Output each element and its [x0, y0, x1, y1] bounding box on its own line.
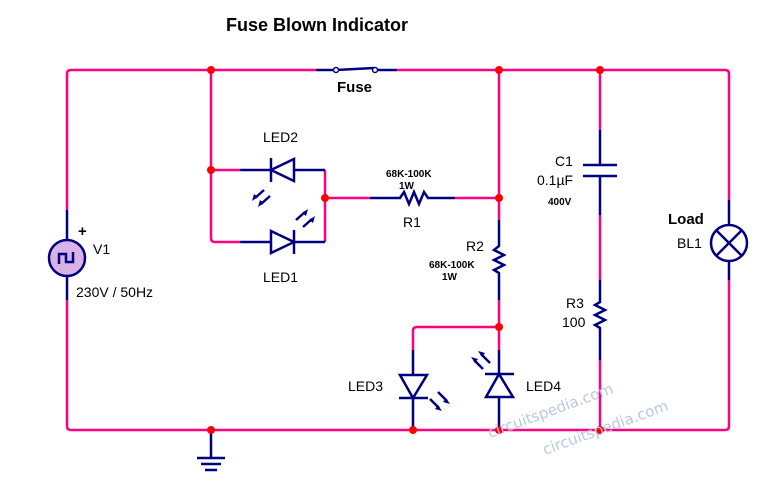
ac-source-v1: + V1 230V / 50Hz: [47, 210, 153, 300]
resistor-r1: 68K-100K 1W R1: [370, 169, 455, 230]
wire-led3-top: [411, 325, 499, 350]
c1-rating: 400V: [548, 197, 572, 208]
square-wave-icon: [57, 252, 75, 264]
resistor-r3: R3 100: [562, 280, 608, 360]
r1-rating: 1W: [399, 181, 415, 192]
led1: LED1: [240, 209, 325, 285]
v1-value: 230V / 50Hz: [76, 284, 153, 300]
load-title: Load: [668, 211, 704, 228]
led2-label: LED2: [263, 129, 298, 145]
junction-dot: [207, 166, 215, 174]
ground-icon: [197, 430, 225, 472]
v1-polarity: +: [78, 223, 87, 240]
r2-label: R2: [466, 238, 484, 254]
wire-top-left: [65, 68, 316, 210]
junction-dot: [409, 426, 417, 434]
led1-label: LED1: [263, 269, 298, 285]
capacitor-c1: C1 0.1µF 400V: [537, 130, 617, 215]
junction-dot: [207, 426, 215, 434]
junction-dot: [207, 66, 215, 74]
r2-rating: 1W: [442, 272, 458, 283]
junction-dot: [596, 66, 604, 74]
r2-value: 68K-100K: [429, 260, 475, 271]
junctions: [207, 66, 604, 434]
wire-bottom: [65, 280, 731, 432]
fuse-terminal-right: [371, 66, 379, 74]
load-label: BL1: [677, 235, 702, 251]
resistor-r2: R2 68K-100K 1W: [429, 220, 507, 300]
r3-value: 100: [562, 314, 586, 330]
led2: LED2: [240, 129, 325, 207]
c1-label: C1: [555, 153, 573, 169]
diagram-title: Fuse Blown Indicator: [226, 15, 408, 35]
r1-value: 68K-100K: [386, 169, 432, 180]
fuse-terminal-left: [332, 66, 340, 74]
led4-label: LED4: [526, 378, 561, 394]
wire-led-left: [209, 70, 240, 244]
junction-dot: [321, 194, 329, 202]
junction-dot: [495, 426, 503, 434]
junction-dot: [495, 194, 503, 202]
led3: LED3: [348, 350, 450, 430]
fuse-label: Fuse: [337, 79, 372, 96]
junction-dot: [495, 323, 503, 331]
wire-top-right: [397, 68, 731, 200]
fuse: Fuse: [316, 66, 397, 96]
r1-label: R1: [403, 214, 421, 230]
led3-label: LED3: [348, 378, 383, 394]
wires: [65, 68, 731, 432]
v1-label: V1: [93, 241, 110, 257]
led4: LED4: [471, 350, 561, 430]
junction-dot: [495, 66, 503, 74]
c1-value: 0.1µF: [537, 172, 573, 188]
load-lamp: Load BL1: [668, 200, 749, 280]
junction-dot: [596, 426, 604, 434]
r3-label: R3: [566, 295, 584, 311]
